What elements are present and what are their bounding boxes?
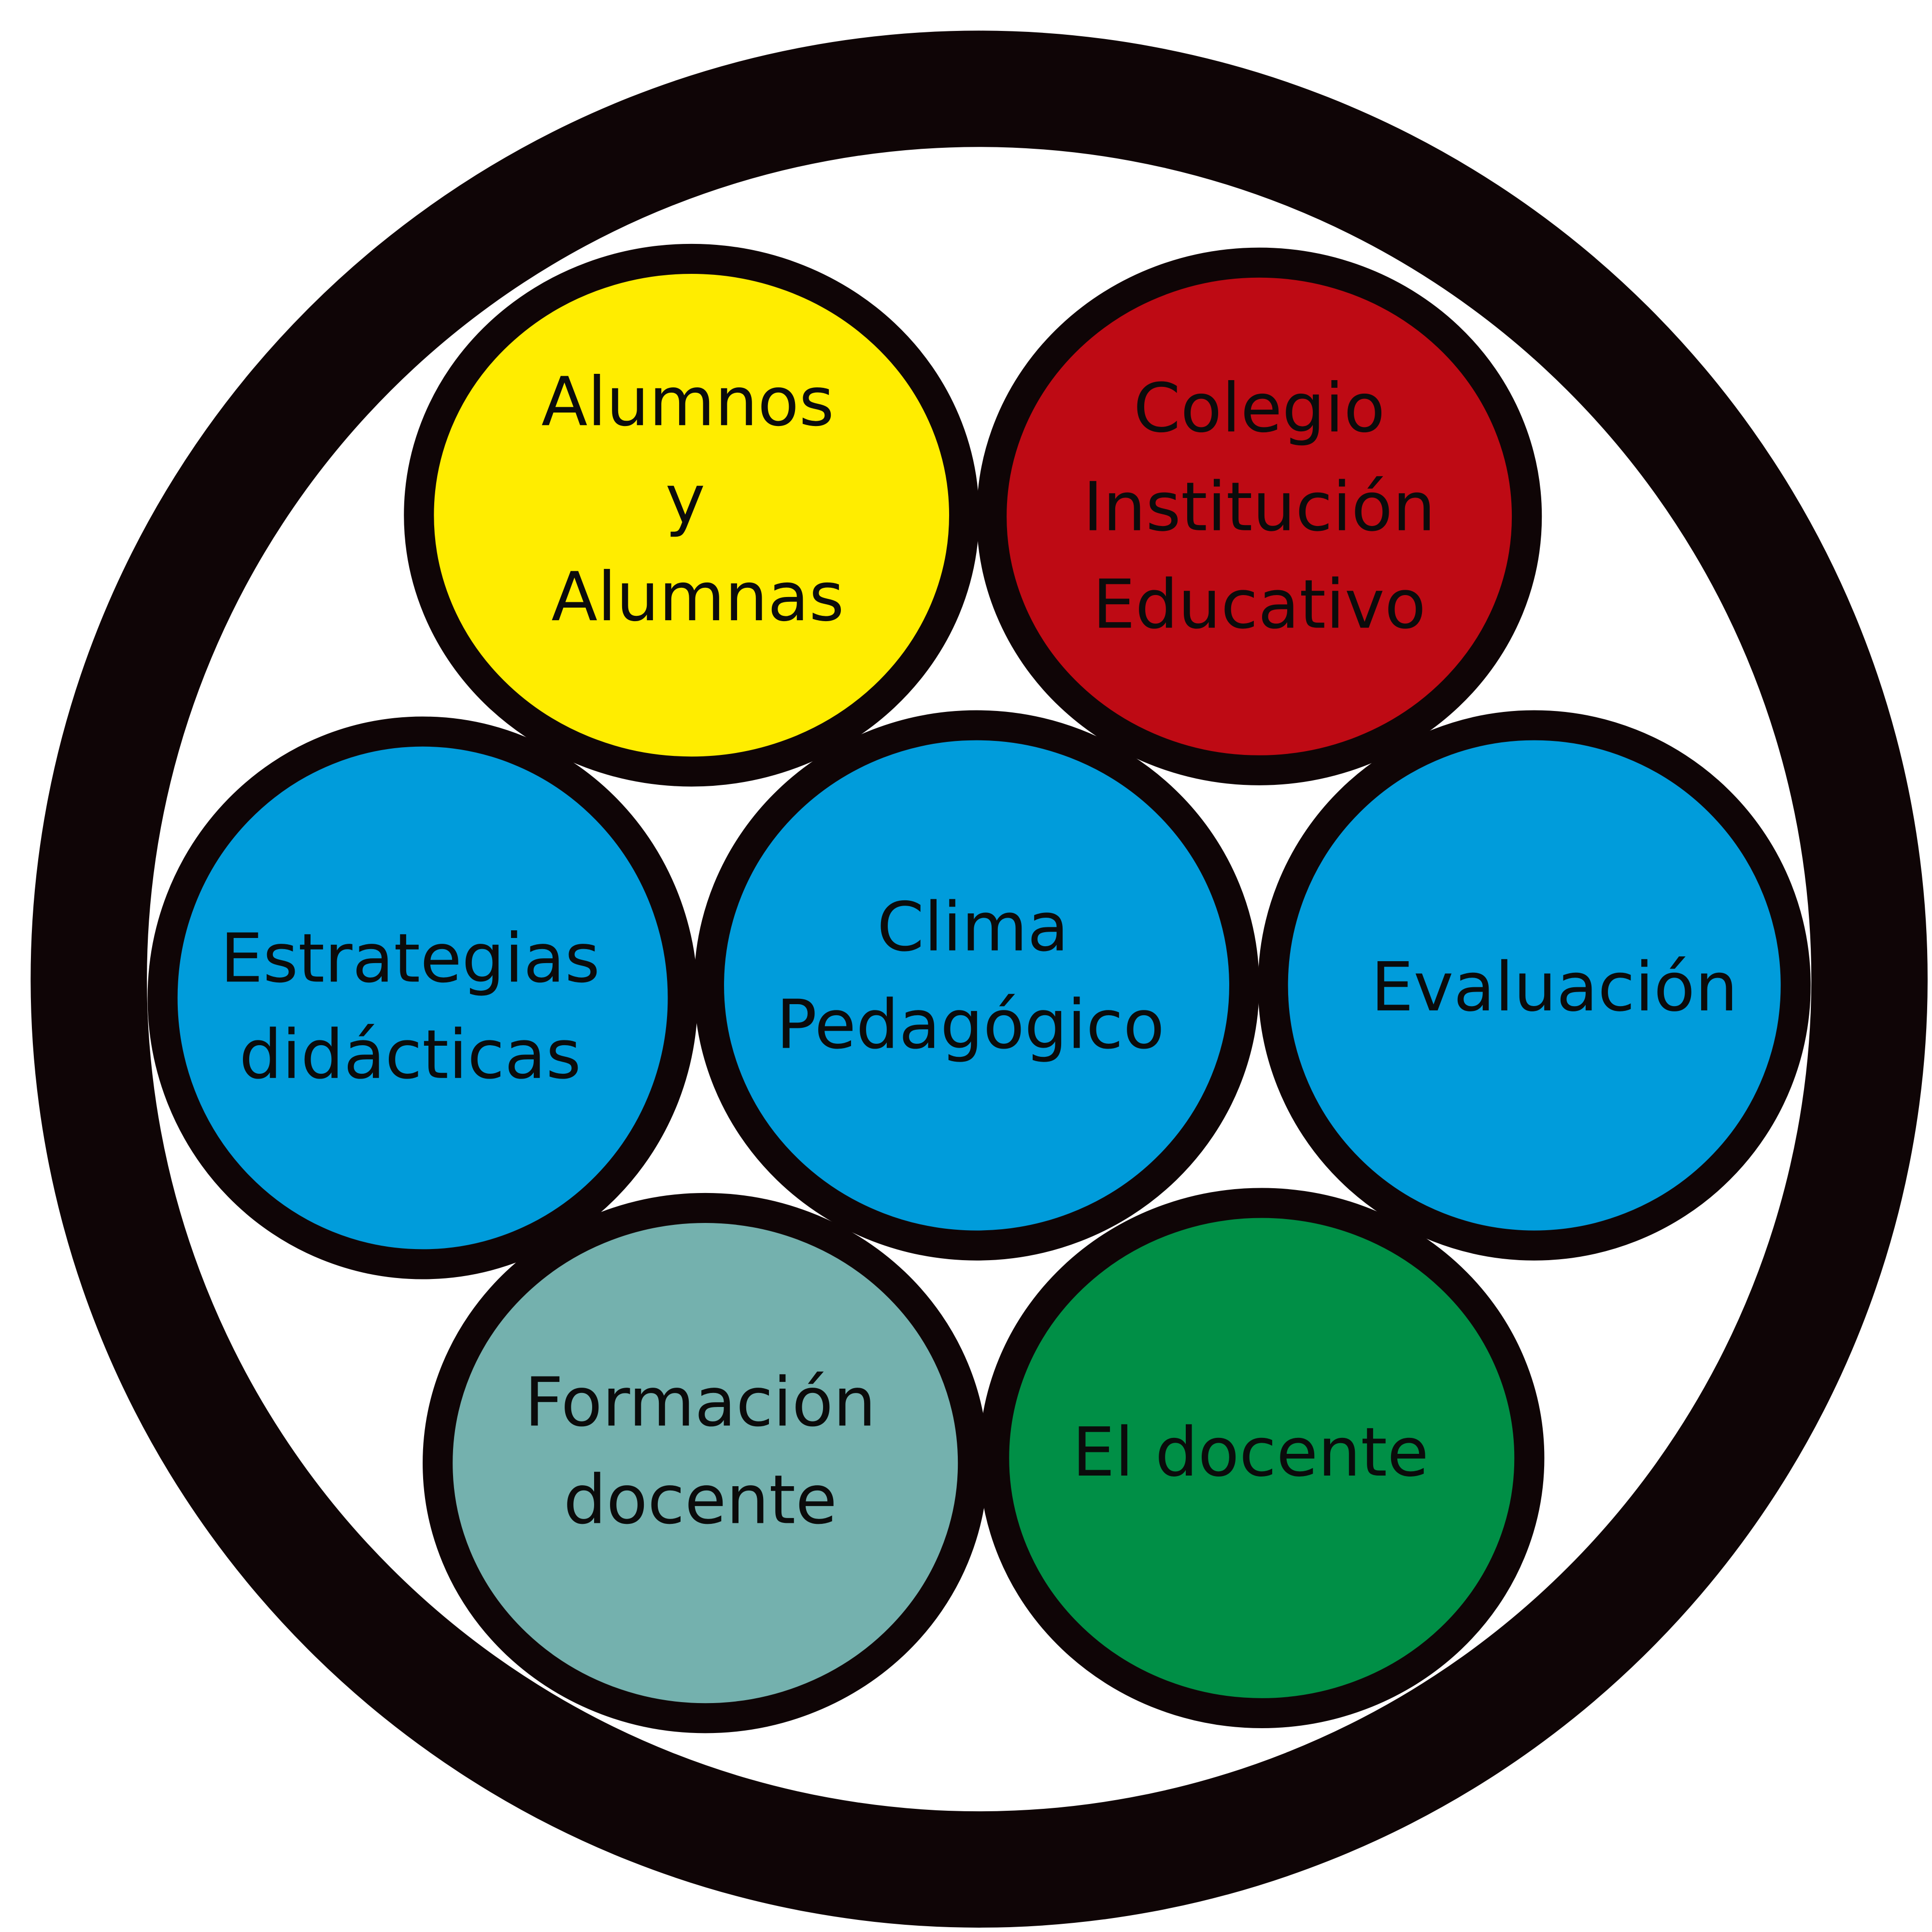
node-circle: [1258, 710, 1811, 1261]
node-label-line: didácticas: [239, 1015, 581, 1094]
node-estrategias: Estrategias didácticas: [147, 716, 698, 1279]
node-label-line: Formación: [525, 1363, 876, 1441]
node-label-line: Educativo: [1093, 565, 1426, 644]
node-label-line: Clima: [877, 888, 1069, 966]
node-circle: [979, 1188, 1545, 1728]
node-circle: [423, 1193, 988, 1733]
node-colegio: Colegio Institución Educativo: [977, 247, 1542, 785]
node-label-line: Institución: [1083, 468, 1435, 546]
node-label-line: Estrategias: [220, 919, 600, 997]
node-label-line: El docente: [1072, 1413, 1429, 1492]
node-circle: [147, 716, 698, 1279]
node-formacion: Formación docente: [423, 1193, 988, 1733]
node-label-line: Colegio: [1134, 369, 1385, 447]
node-alumnos: Alumnos y Alumnas: [404, 243, 980, 787]
node-docente: El docente: [979, 1188, 1545, 1728]
node-label-line: Pedagógico: [776, 985, 1165, 1064]
node-label-line: y: [665, 460, 705, 539]
node-circle: [404, 243, 980, 787]
node-label-line: Evaluación: [1371, 948, 1738, 1026]
node-circle: [694, 710, 1260, 1261]
outer-ring: [30, 30, 1928, 1928]
node-clima: Clima Pedagógico: [694, 710, 1260, 1261]
node-label-line: Alumnos: [541, 362, 834, 441]
node-circle: [977, 247, 1542, 785]
node-label-line: docente: [564, 1460, 838, 1539]
node-label-line: Alumnas: [551, 557, 844, 636]
node-evaluacion: Evaluación: [1258, 710, 1811, 1261]
